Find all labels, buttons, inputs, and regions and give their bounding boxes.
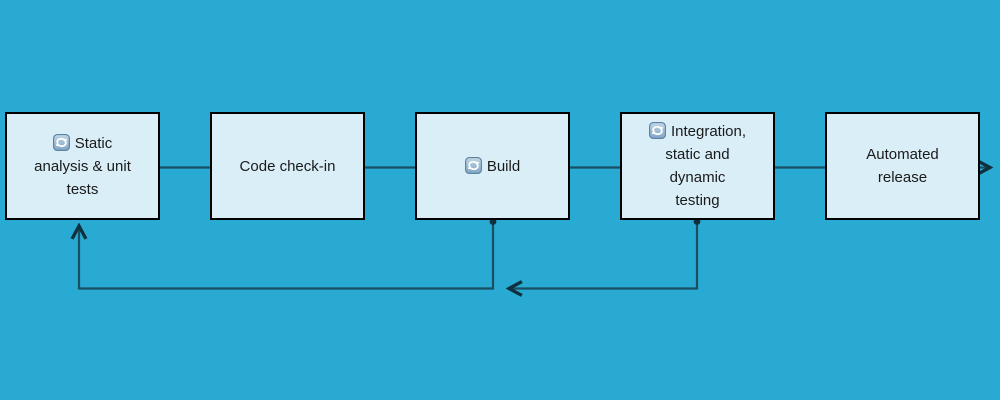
- cycle-arrows-icon: [648, 122, 666, 139]
- flow-node-automated-release: Automated release: [825, 112, 980, 220]
- cycle-arrows-icon: [52, 133, 70, 151]
- node-text: Static analysis & unit tests: [34, 134, 131, 198]
- node-label: Integration, static and dynamic testing: [648, 120, 747, 212]
- node-text: Build: [486, 157, 521, 175]
- flow-node-code-check-in: Code check-in: [210, 112, 365, 220]
- node-text: Integration, static and dynamic testing: [665, 123, 747, 209]
- node-text: Automated release: [866, 146, 939, 186]
- flow-node-build: Build: [415, 112, 570, 220]
- node-label: Code check-in: [240, 155, 336, 178]
- flow-node-integration-static-dynamic-testing: Integration, static and dynamic testing: [620, 112, 775, 220]
- node-label: Build: [464, 155, 521, 178]
- node-label: Automated release: [866, 143, 939, 189]
- node-text: Code check-in: [239, 157, 336, 175]
- edge-feedback-testing-to-build-line: [509, 222, 699, 289]
- node-label: Static analysis & unit tests: [34, 132, 131, 201]
- flow-node-static-analysis-unit-tests: Static analysis & unit tests: [5, 112, 160, 220]
- edge-feedback-build-to-static: [79, 222, 495, 290]
- cycle-arrows-icon: [464, 156, 482, 174]
